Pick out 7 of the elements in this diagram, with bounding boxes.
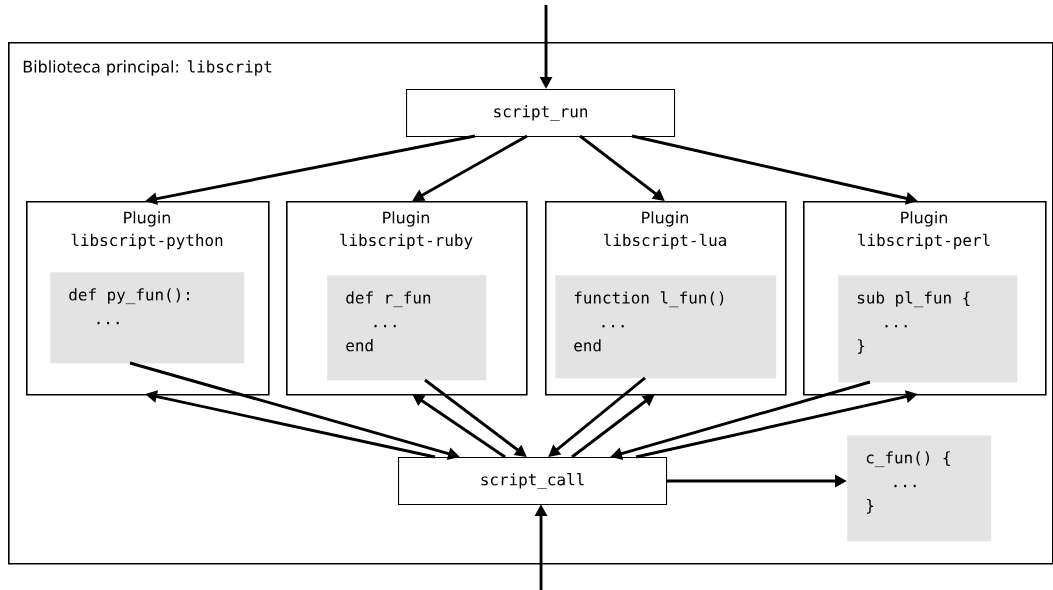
code-block: sub pl_fun { ... } (838, 275, 1018, 383)
function-box: script_call (398, 457, 668, 506)
function-box: script_run (406, 89, 676, 138)
code-block: c_fun() { ... } (847, 435, 992, 542)
code-block: def r_fun ... end (327, 275, 487, 381)
code-block: function l_fun() ... end (555, 275, 777, 379)
code-block: def py_fun(): ... (50, 272, 245, 364)
